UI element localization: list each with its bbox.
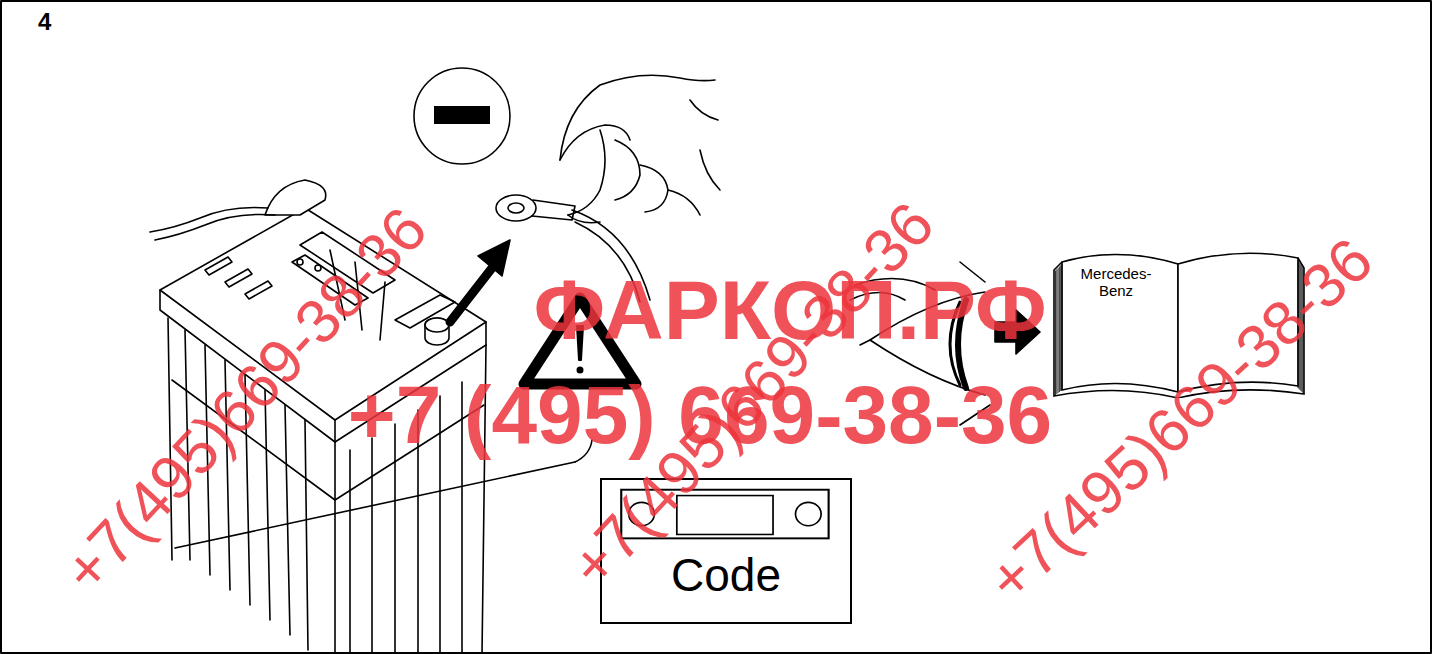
look-arrow	[995, 310, 1040, 354]
warning-triangle	[524, 298, 636, 384]
radio-code-box: Code	[600, 478, 852, 624]
book-title: Mercedes- Benz	[1076, 266, 1156, 299]
eye	[850, 262, 990, 425]
removal-arrow	[450, 268, 492, 322]
manual-book: Mercedes- Benz	[1048, 240, 1310, 398]
minus-symbol	[414, 68, 510, 164]
watermark: ФАРКОП.РФ	[533, 268, 1046, 352]
watermark: +7 (495) 669-38-36	[348, 374, 1052, 456]
code-label: Code	[602, 550, 850, 601]
book-outline	[1048, 240, 1310, 398]
arrow-head	[478, 240, 510, 276]
step-number: 4	[38, 10, 51, 34]
battery	[150, 180, 592, 654]
watermark: +7(495)669-38-36	[52, 197, 437, 604]
hand	[496, 75, 720, 302]
